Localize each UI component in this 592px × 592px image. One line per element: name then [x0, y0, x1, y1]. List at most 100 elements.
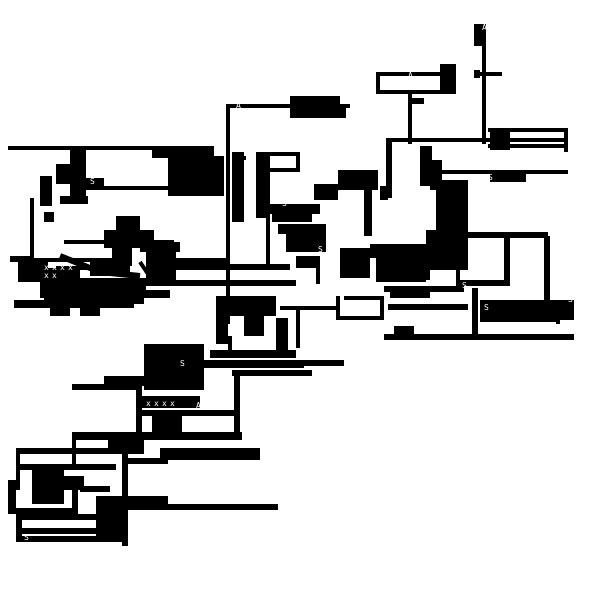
- wall-segment: [460, 280, 510, 286]
- wall-segment: [270, 168, 300, 172]
- wall-segment: [144, 344, 204, 390]
- altar-icon: A: [236, 101, 241, 110]
- wall-segment: [168, 156, 224, 196]
- wall-segment: [376, 90, 456, 94]
- wall-segment: [70, 146, 86, 200]
- wall-diagonal: [333, 170, 377, 192]
- wall-segment: [296, 308, 300, 348]
- wall-segment: [314, 184, 338, 200]
- trap-icon: x: [44, 271, 49, 280]
- wall-diagonal: [99, 269, 141, 279]
- wall-segment: [564, 128, 568, 152]
- wall-segment: [72, 486, 78, 516]
- stairs-icon: S: [180, 359, 185, 368]
- wall-segment: [176, 258, 226, 270]
- wall-segment: [340, 248, 370, 278]
- wall-segment: [270, 204, 320, 214]
- wall-segment: [480, 300, 560, 322]
- wall-segment: [236, 156, 246, 160]
- wall-segment: [376, 72, 380, 94]
- wall-segment: [390, 292, 430, 298]
- wall-segment: [146, 280, 296, 286]
- wall-segment: [236, 282, 296, 286]
- wall-segment: [440, 64, 456, 94]
- wall-segment: [456, 232, 548, 238]
- wall-segment: [128, 458, 168, 464]
- trap-icon: x: [52, 271, 57, 280]
- wall-segment: [234, 376, 240, 438]
- wall-segment: [168, 504, 278, 510]
- wall-segment: [44, 298, 134, 308]
- wall-segment: [316, 256, 320, 284]
- wall-segment: [488, 128, 568, 132]
- wall-diagonal: [138, 260, 154, 282]
- wall-segment: [136, 378, 142, 438]
- wall-segment: [278, 224, 326, 234]
- wall-segment: [44, 212, 54, 222]
- wall-segment: [120, 290, 144, 304]
- wall-segment: [136, 410, 236, 416]
- wall-segment: [474, 70, 480, 78]
- altar-icon: A: [408, 71, 413, 80]
- wall-segment: [122, 496, 168, 510]
- wall-segment: [386, 138, 392, 198]
- wall-segment: [8, 146, 212, 150]
- trap-icon: x: [60, 263, 65, 272]
- wall-segment: [40, 268, 80, 298]
- wall-segment: [230, 264, 290, 270]
- wall-segment: [336, 316, 384, 320]
- wall-segment: [72, 384, 142, 390]
- wall-segment: [276, 318, 288, 354]
- wall-segment: [560, 300, 574, 320]
- wall-segment: [210, 350, 260, 358]
- wall-segment: [380, 296, 384, 320]
- wall-segment: [96, 496, 122, 542]
- wall-segment: [478, 72, 502, 76]
- wall-segment: [304, 360, 344, 366]
- wall-segment: [80, 306, 100, 316]
- wall-segment: [272, 214, 312, 222]
- wall-segment: [84, 186, 174, 190]
- map-walls: [8, 24, 574, 546]
- wall-segment: [490, 128, 510, 150]
- wall-segment: [286, 232, 326, 252]
- wall-segment: [16, 528, 96, 534]
- wall-segment: [444, 218, 466, 258]
- wall-segment: [330, 104, 346, 118]
- wall-segment: [72, 432, 242, 440]
- wall-segment: [544, 236, 550, 306]
- wall-segment: [122, 436, 128, 546]
- wall-segment: [266, 206, 270, 268]
- trap-icon: x: [44, 263, 49, 272]
- wall-segment: [8, 508, 78, 514]
- wall-segment: [152, 146, 214, 158]
- wall-segment: [64, 476, 84, 490]
- wall-segment: [20, 536, 100, 542]
- stairs-icon: S: [318, 245, 323, 254]
- wall-segment: [482, 24, 486, 144]
- wall-segment: [488, 144, 568, 148]
- wall-segment: [8, 480, 16, 512]
- wall-segment: [296, 152, 300, 172]
- wall-segment: [394, 326, 414, 336]
- wall-segment: [104, 376, 144, 386]
- wall-segment: [456, 232, 460, 292]
- wall-segment: [50, 306, 70, 316]
- stairs-icon: S: [484, 303, 489, 312]
- stairs-icon: S: [402, 183, 407, 192]
- wall-segment: [296, 256, 316, 268]
- wall-segment: [80, 486, 110, 492]
- stairs-icon: S: [282, 199, 287, 208]
- wall-segment: [244, 316, 264, 336]
- stairs-icon: S: [252, 343, 257, 352]
- wall-segment: [256, 152, 270, 218]
- trap-icon: x: [146, 399, 151, 408]
- wall-segment: [216, 296, 276, 316]
- wall-segment: [16, 512, 22, 542]
- wall-segment: [380, 186, 388, 200]
- wall-segment: [140, 242, 180, 252]
- wall-segment: [388, 304, 468, 310]
- wall-segment: [226, 104, 230, 324]
